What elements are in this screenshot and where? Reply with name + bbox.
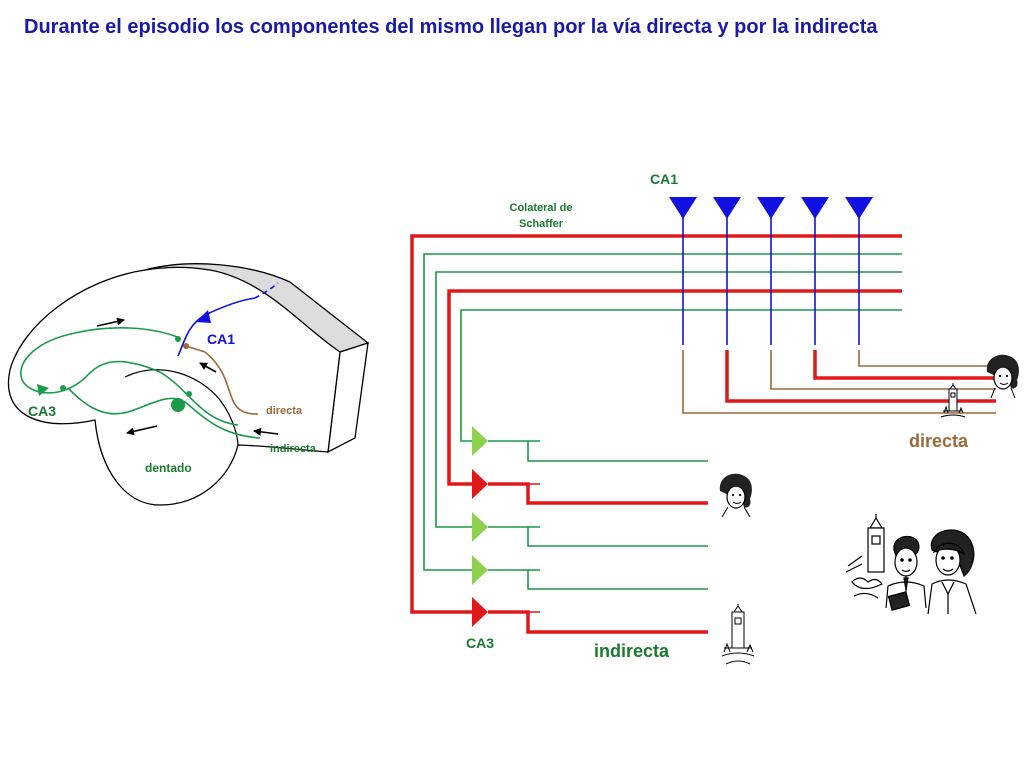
hippo-label-direct: directa xyxy=(266,405,303,417)
schaffer-collateral-line xyxy=(435,271,902,528)
mossy-fiber xyxy=(67,387,261,439)
ca1-cell-icon xyxy=(196,310,211,323)
flow-arrow-icon xyxy=(126,425,158,436)
hippo-label-indirect: indirecta xyxy=(270,443,317,455)
dentate-granule-cell-icon xyxy=(171,398,185,412)
schaffer-label-line2: Schaffer xyxy=(519,218,564,230)
schaffer-collateral-line xyxy=(460,309,902,442)
ca1-neuron-icon xyxy=(757,197,785,219)
active-schaffer-collateral xyxy=(447,289,902,486)
hippo-label-ca3: CA3 xyxy=(28,403,56,419)
direct-perforant-path xyxy=(185,345,259,415)
ca1-neuron-icon xyxy=(669,197,697,219)
hippo-label-dentate: dentado xyxy=(145,461,192,475)
ca3-neuron-icon xyxy=(472,469,488,499)
schaffer-circuit: CA1 Colateral de Schaffer CA3 directa in… xyxy=(410,171,996,661)
synapse-dot xyxy=(175,336,181,342)
woman-face-icon xyxy=(719,473,752,518)
pathway-label-direct: directa xyxy=(909,431,969,451)
circuit-label-ca1: CA1 xyxy=(650,171,678,187)
ca3-neuron-icon xyxy=(472,512,488,542)
ca1-fiber-projection xyxy=(254,282,279,299)
ca1-neuron-icon xyxy=(845,197,873,219)
flow-arrow-icon xyxy=(96,317,125,327)
ca3-neuron-icon xyxy=(472,426,488,456)
synapse-dot xyxy=(60,385,66,391)
active-schaffer-collateral xyxy=(410,234,902,614)
ca3-neuron-icon xyxy=(472,555,488,585)
ca3-pyramidal-fiber xyxy=(20,327,239,426)
ca3-output-thin-red xyxy=(488,483,540,613)
flow-arrow-icon xyxy=(199,362,217,373)
active-ca3-output xyxy=(488,610,708,634)
ca3-neuron-icon xyxy=(472,597,488,627)
hippocampus-slice: CA1 CA3 dentado directa indirecta xyxy=(7,263,370,506)
slice-outline xyxy=(7,266,341,506)
flow-arrow-icon xyxy=(253,427,279,436)
ca1-neuron-icon xyxy=(713,197,741,219)
woman-face-icon xyxy=(986,354,1019,399)
synapse-dot xyxy=(183,343,189,349)
ca3-output-line xyxy=(488,526,708,547)
circuit-label-ca3: CA3 xyxy=(466,635,494,651)
synapse-dot xyxy=(186,391,192,397)
tower-icon xyxy=(721,604,755,665)
ca3-output-line xyxy=(488,569,708,590)
couple-with-tower-icon xyxy=(845,514,977,615)
ca3-cell-icon xyxy=(37,384,49,396)
page-title: Durante el episodio los componentes del … xyxy=(24,16,878,38)
active-ca1-output xyxy=(813,350,996,380)
pathway-label-indirect: indirecta xyxy=(594,641,670,661)
ca3-output-line xyxy=(488,440,708,462)
schaffer-label-line1: Colateral de xyxy=(510,202,573,214)
ca1-output-line xyxy=(770,350,996,390)
active-ca3-output xyxy=(488,482,708,505)
active-ca1-output xyxy=(725,350,996,403)
schaffer-collateral-line xyxy=(423,253,902,571)
ca1-output-line xyxy=(858,350,996,367)
ca1-neuron-icon xyxy=(801,197,829,219)
tower-icon xyxy=(940,383,966,418)
ca1-output-line xyxy=(682,350,996,414)
hippo-label-ca1: CA1 xyxy=(207,331,235,347)
